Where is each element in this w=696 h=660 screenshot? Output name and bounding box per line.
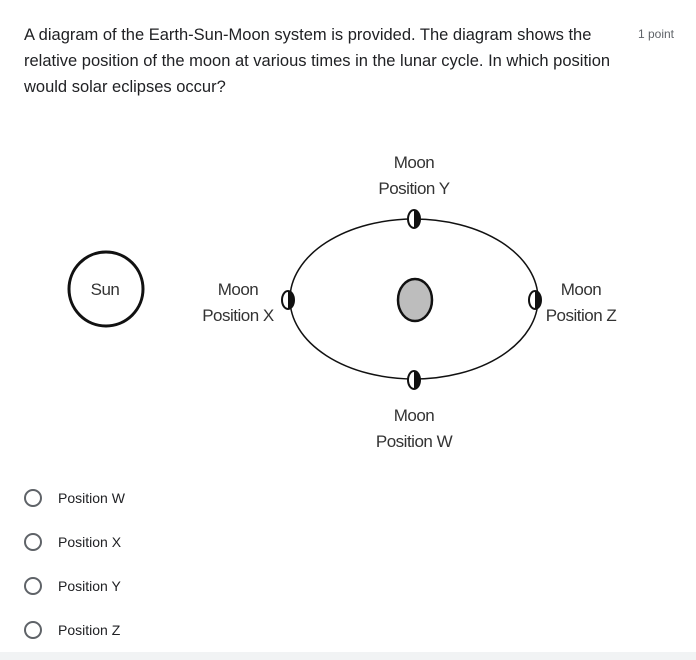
moon-position-z	[528, 290, 542, 310]
radio-button[interactable]	[24, 577, 42, 595]
option-position-w[interactable]: Position W	[24, 476, 125, 520]
question-text: A diagram of the Earth-Sun-Moon system i…	[24, 26, 611, 96]
option-label: Position Z	[58, 622, 121, 638]
option-label: Position X	[58, 534, 122, 550]
option-position-z[interactable]: Position Z	[24, 608, 125, 652]
option-label: Position Y	[58, 578, 121, 594]
points-label: 1 point	[637, 27, 674, 41]
moon-position-x	[281, 290, 295, 310]
moon-position-y	[407, 209, 421, 229]
label-z-line1: Moon	[561, 280, 602, 299]
sun	[67, 250, 145, 328]
radio-button[interactable]	[24, 489, 42, 507]
sun-label: Sun	[91, 280, 120, 299]
label-z-line2: Position Z	[546, 306, 617, 325]
label-w-line2: Position W	[376, 432, 453, 451]
earth	[396, 277, 434, 323]
label-x-line1: Moon	[218, 280, 259, 299]
label-y-line1: Moon	[394, 153, 435, 172]
moon-position-w	[407, 370, 421, 390]
earth-sun-moon-diagram: Sun Moon Position Y Moon Position X Moon…	[67, 153, 617, 451]
radio-button[interactable]	[24, 621, 42, 639]
radio-button[interactable]	[24, 533, 42, 551]
label-x-line2: Position X	[202, 306, 274, 325]
option-position-x[interactable]: Position X	[24, 520, 125, 564]
answer-options: Position W Position X Position Y Positio…	[24, 476, 125, 652]
bottom-edge	[0, 652, 696, 660]
option-position-y[interactable]: Position Y	[24, 564, 125, 608]
label-w-line1: Moon	[394, 406, 435, 425]
option-label: Position W	[58, 490, 125, 506]
label-y-line2: Position Y	[378, 179, 449, 198]
